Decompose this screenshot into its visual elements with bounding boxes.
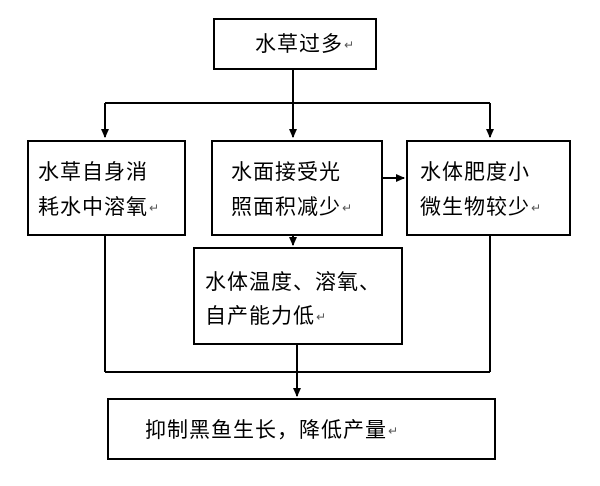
node-low-fertility-few-microbes: 水体肥度小 微生物较少↵: [406, 140, 571, 236]
node-low-temp-oxygen-productivity: 水体温度、溶氧、 自产能力低↵: [193, 247, 403, 345]
node-text: 抑制黑鱼生长，降低产量↵: [145, 418, 399, 442]
node-text-line-1: 水面接受光: [231, 160, 341, 184]
node-text-line-1: 水草自身消: [38, 160, 148, 184]
node-text: 水草过多↵: [255, 32, 355, 56]
node-text-line-2: 自产能力低↵: [205, 304, 327, 328]
node-light-area-reduced: 水面接受光 照面积减少↵: [211, 140, 383, 236]
node-text-line-1: 水体肥度小: [420, 160, 530, 184]
node-text-line-2: 耗水中溶氧↵: [38, 195, 160, 219]
node-too-many-aquatic-plants: 水草过多↵: [213, 18, 377, 70]
node-inhibit-growth-reduce-yield: 抑制黑鱼生长，降低产量↵: [107, 398, 496, 460]
node-text-line-1: 水体温度、溶氧、: [205, 270, 381, 294]
node-plants-consume-oxygen: 水草自身消 耗水中溶氧↵: [27, 140, 186, 236]
node-text-line-2: 照面积减少↵: [231, 195, 353, 219]
node-text-line-2: 微生物较少↵: [420, 195, 542, 219]
